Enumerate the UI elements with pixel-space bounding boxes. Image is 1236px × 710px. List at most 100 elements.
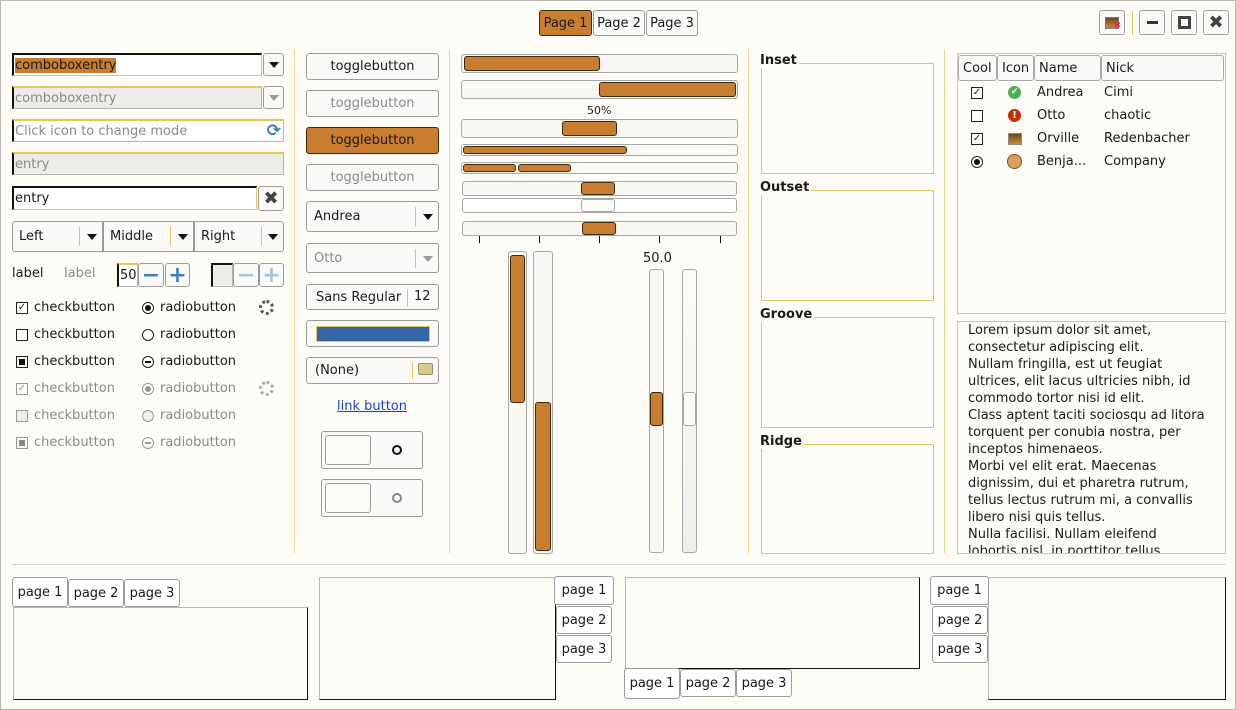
combo-left[interactable]: Left: [12, 221, 103, 252]
vertical-scale[interactable]: [649, 269, 664, 553]
separator: [449, 49, 450, 553]
vertical-progress: [508, 251, 527, 554]
scale-handle[interactable]: [581, 182, 615, 195]
notebook2-tab-page-3[interactable]: page 3: [556, 635, 612, 663]
notebook1-tab-page-3[interactable]: page 3: [124, 579, 180, 607]
notebook1-tab-page-2[interactable]: page 2: [68, 579, 124, 607]
togglebutton[interactable]: togglebutton: [306, 53, 439, 80]
close-icon: ✖: [1208, 12, 1224, 33]
radio-selected[interactable]: [142, 302, 154, 314]
scale-handle: [581, 199, 615, 212]
maximize-button[interactable]: [1171, 10, 1197, 35]
file-chooser-button[interactable]: (None): [306, 357, 439, 384]
ok-icon: ✔: [1008, 86, 1021, 99]
row-check[interactable]: ✓: [971, 87, 983, 99]
text-line: torquent per conubia nostra, per: [968, 425, 1181, 440]
clear-button[interactable]: ✖: [258, 186, 284, 211]
notebook2-tab-page-1[interactable]: page 1: [554, 576, 614, 605]
text-line: tellus lectus rutrum mi, a convallis: [968, 493, 1193, 508]
notebook3-tab-page-1[interactable]: page 1: [624, 668, 680, 699]
switch-on[interactable]: [321, 431, 423, 469]
frame-inset: [761, 63, 934, 174]
chevron-down-icon: [423, 214, 433, 220]
minimize-button[interactable]: [1139, 10, 1165, 35]
spin-increment-disabled: +: [259, 263, 284, 288]
text-line: Lorem ipsum dolor sit amet,: [968, 323, 1152, 338]
row-check[interactable]: ✓: [971, 133, 983, 145]
notebook4-tab-page-3[interactable]: page 3: [932, 635, 988, 663]
tab-page-1[interactable]: Page 1: [539, 10, 592, 36]
spin-decrement-disabled: −: [233, 263, 259, 288]
progress-fill: [464, 56, 600, 71]
notebook3-tab-page-3[interactable]: page 3: [736, 669, 792, 697]
text-line: Class aptent taciti sociosqu ad litora: [968, 408, 1205, 423]
scale-marks[interactable]: [462, 221, 737, 236]
radio-inconsistent[interactable]: [142, 356, 154, 368]
text-line: commodo tortor nisi id elit.: [968, 391, 1145, 406]
combo-right[interactable]: Right: [194, 221, 284, 252]
spin-decrement[interactable]: −: [138, 263, 164, 288]
entry[interactable]: entry: [12, 186, 257, 210]
checkbox-unchecked[interactable]: [16, 329, 28, 341]
spin-entry-disabled: [211, 263, 233, 287]
checkbox-checked[interactable]: ✓: [16, 302, 28, 314]
notebook3-tab-page-2[interactable]: page 2: [680, 669, 736, 697]
link-button[interactable]: link button: [337, 399, 408, 414]
column-header-nick[interactable]: Nick: [1101, 55, 1224, 81]
tab-page-3[interactable]: Page 3: [646, 10, 698, 36]
column-header-icon[interactable]: Icon: [997, 55, 1034, 81]
column-header-cool[interactable]: Cool: [958, 55, 997, 81]
spin-entry[interactable]: 50: [117, 263, 138, 287]
scale[interactable]: [462, 181, 737, 196]
notebook4-tab-page-2[interactable]: page 2: [932, 606, 988, 634]
row-nick: Redenbacher: [1104, 131, 1190, 146]
checkbox-inconsistent[interactable]: [16, 356, 28, 368]
chevron-down-icon: [178, 234, 188, 240]
text-line: Morbi vel elit erat. Maecenas: [968, 459, 1157, 474]
notebook2-tab-page-2[interactable]: page 2: [556, 606, 612, 634]
combo-entry-dropdown[interactable]: [263, 53, 284, 76]
text-line: Nullam fringilla, est ut feugiat: [968, 357, 1163, 372]
spin-increment[interactable]: +: [165, 263, 190, 288]
combo-entry-text: comboboxentry: [15, 57, 117, 73]
switch-slider: [325, 483, 371, 513]
tick: [659, 236, 660, 243]
chevron-down-icon: [423, 256, 433, 262]
togglebutton-active-disabled: togglebutton: [306, 164, 439, 191]
combo-andrea[interactable]: Andrea: [306, 201, 439, 232]
close-button[interactable]: ✖: [1203, 10, 1229, 35]
color-button[interactable]: [306, 320, 439, 347]
notebook4-tab-page-1[interactable]: page 1: [930, 576, 989, 605]
text-line: consectetur adipiscing elit.: [968, 340, 1144, 355]
tree-view[interactable]: [957, 53, 1226, 314]
mode-entry[interactable]: Click icon to change mode ⟳: [12, 119, 284, 142]
radio-label: radiobutton: [160, 435, 237, 450]
row-check[interactable]: [971, 110, 983, 122]
radio-unselected[interactable]: [142, 329, 154, 341]
refresh-icon[interactable]: ⟳: [266, 121, 281, 141]
combo-entry[interactable]: comboboxentry: [12, 53, 262, 76]
frame-label: Inset: [760, 53, 799, 68]
togglebutton-active[interactable]: togglebutton: [306, 127, 439, 154]
image-missing-button[interactable]: ✖: [1099, 10, 1125, 35]
row-radio[interactable]: [971, 156, 983, 168]
radio-label: radiobutton: [160, 300, 237, 315]
frame-outset: [761, 190, 934, 301]
notebook4-panel: [988, 577, 1226, 700]
scale-handle[interactable]: [650, 392, 663, 426]
mode-entry-placeholder: Click icon to change mode: [15, 123, 188, 139]
spinner-icon: [259, 300, 274, 315]
progress-label: 50%: [587, 104, 612, 117]
column-header-name[interactable]: Name: [1034, 55, 1101, 81]
combo-middle[interactable]: Middle: [103, 221, 194, 252]
text-view[interactable]: Lorem ipsum dolor sit amet, consectetur a…: [957, 321, 1226, 554]
progress-bar-inverted: [461, 80, 738, 99]
notebook2-panel: [319, 577, 556, 700]
chevron-down-icon: [268, 94, 279, 101]
level-bar: [461, 162, 738, 174]
scale-handle[interactable]: [582, 222, 616, 235]
notebook1-tab-page-1[interactable]: page 1: [12, 577, 68, 607]
tab-page-2[interactable]: Page 2: [593, 10, 645, 36]
vertical-scale-disabled: [682, 269, 697, 553]
